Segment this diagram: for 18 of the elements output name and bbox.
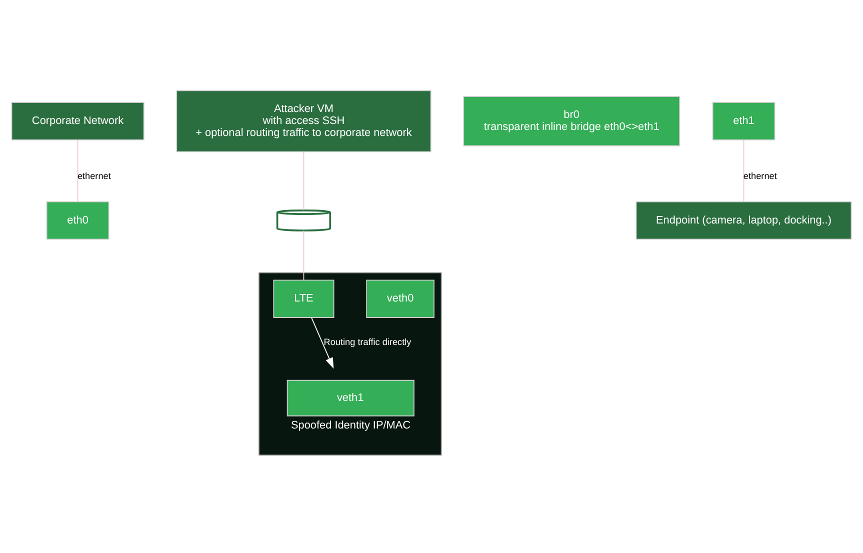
cluster bbox=[258, 272, 442, 456]
node-box: LTE bbox=[273, 280, 334, 318]
connector bbox=[743, 140, 744, 202]
node-label: Spoofed Identity IP/MAC bbox=[290, 419, 411, 432]
node-box: veth0 bbox=[366, 280, 434, 318]
node-box: eth1 bbox=[712, 102, 776, 140]
edge-label: Routing traffic directly bbox=[324, 336, 412, 347]
connector bbox=[303, 151, 304, 211]
edge-label: ethernet bbox=[77, 171, 111, 182]
edge-label: ethernet bbox=[743, 171, 777, 182]
node-box: Endpoint (camera, laptop, docking..) bbox=[636, 201, 852, 240]
arrow bbox=[311, 317, 334, 369]
node-box: Attacker VM with access SSH + optional routing traffic to corporate network bbox=[176, 90, 432, 152]
connector bbox=[303, 230, 304, 280]
node-box: br0 transparent inline bridge eth0<>eth1 bbox=[463, 96, 680, 146]
connector bbox=[77, 140, 78, 202]
node-box: eth0 bbox=[46, 201, 110, 240]
node-box: Corporate Network bbox=[11, 102, 144, 140]
